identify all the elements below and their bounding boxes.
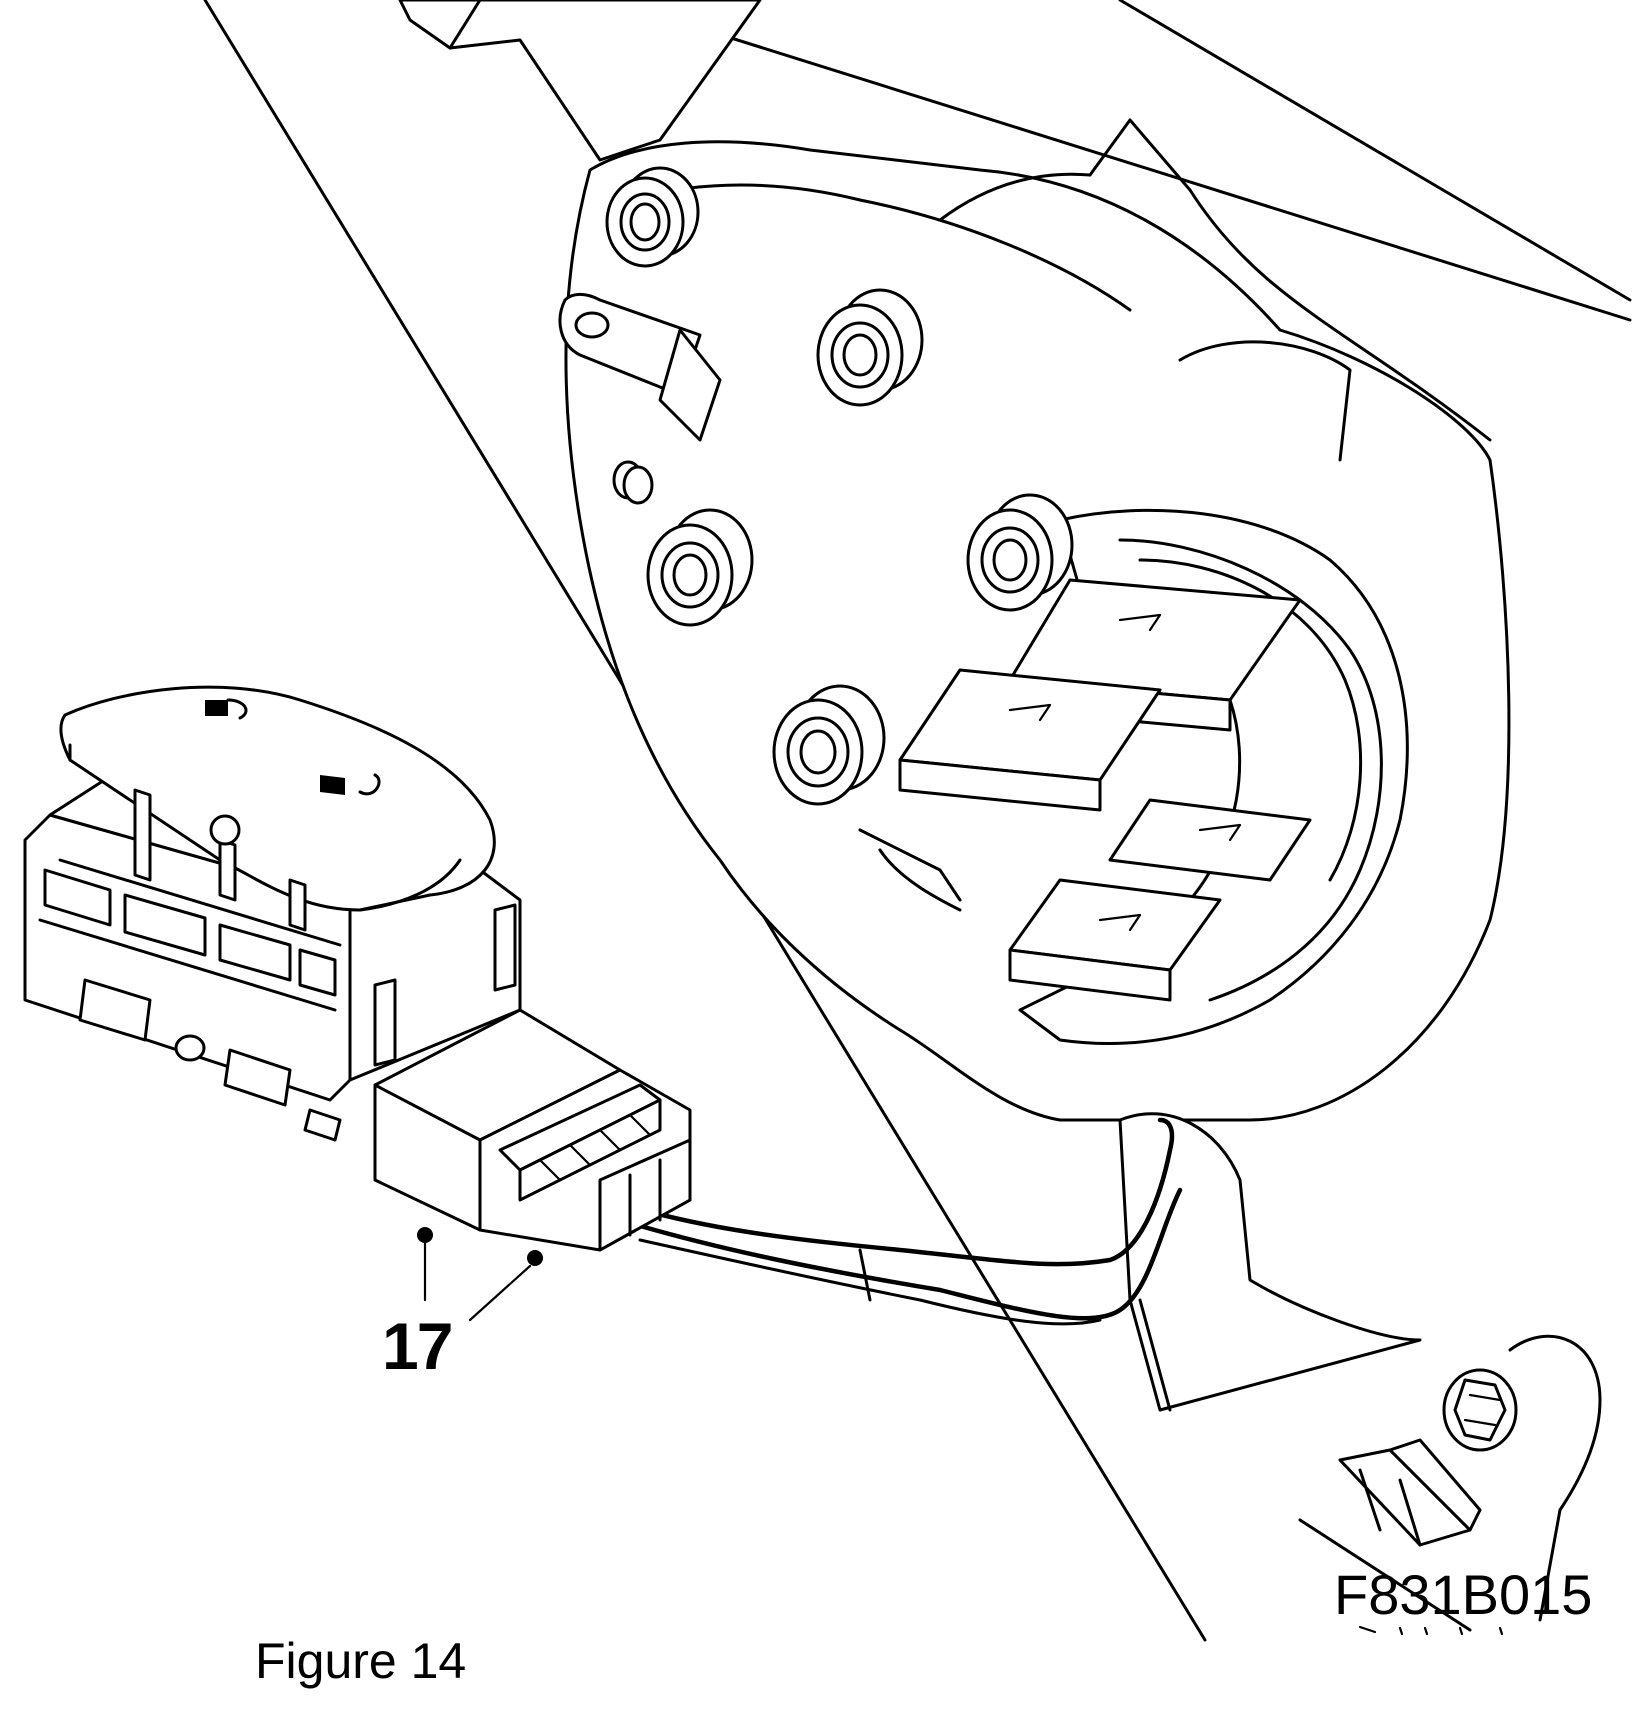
electrical-connector [373,1008,692,1252]
screw-head [1442,1334,1602,1622]
mounting-boss [966,493,1074,612]
mounting-boss [816,288,924,407]
figure-code: F831B015 [1334,1563,1593,1626]
mounting-boss [772,684,886,806]
mounting-boss [605,166,700,268]
wiring-harness [607,1117,1183,1326]
recess-terminals [858,578,1312,1002]
code-marks [1358,1625,1504,1636]
mounting-tab [558,292,722,442]
mounting-boss [646,508,754,627]
figure-caption: Figure 14 [255,1633,467,1689]
callout-number: 17 [382,1309,453,1383]
window-down-icon [320,773,381,796]
window-up-icon [205,698,248,720]
panel-lower-lip [1118,1112,1422,1412]
mounting-bosses [605,166,1074,806]
window-switch-assembly [23,685,522,1142]
retaining-clip [1338,1438,1482,1547]
callout-leaders [417,1227,543,1322]
top-bracket [398,0,762,162]
